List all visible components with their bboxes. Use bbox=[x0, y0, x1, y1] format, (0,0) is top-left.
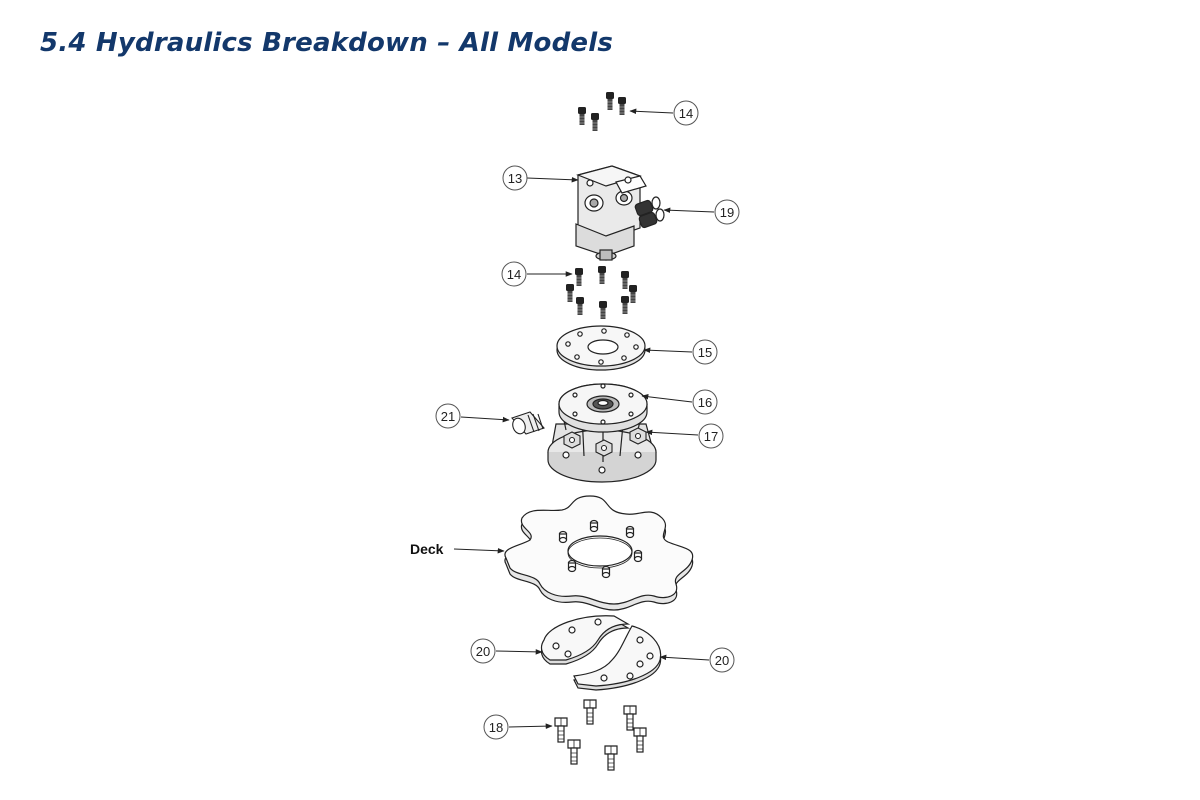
svg-text:18: 18 bbox=[489, 720, 503, 735]
fittings-19 bbox=[634, 196, 665, 229]
callout-14-top: 14 bbox=[673, 100, 699, 126]
bearing-housing-16 bbox=[547, 383, 657, 483]
svg-text:15: 15 bbox=[698, 345, 712, 360]
callout-20-left: 20 bbox=[470, 638, 496, 664]
svg-text:19: 19 bbox=[720, 205, 734, 220]
nuts-17 bbox=[563, 427, 647, 457]
svg-text:21: 21 bbox=[441, 409, 455, 424]
bolts-18 bbox=[554, 699, 647, 771]
svg-text:20: 20 bbox=[476, 644, 490, 659]
clamp-plates-20 bbox=[540, 615, 662, 691]
deck-label: Deck bbox=[410, 541, 444, 557]
svg-text:14: 14 bbox=[507, 267, 521, 282]
svg-text:16: 16 bbox=[698, 395, 712, 410]
svg-text:20: 20 bbox=[715, 653, 729, 668]
svg-text:13: 13 bbox=[508, 171, 522, 186]
deck-plate bbox=[504, 495, 694, 611]
callout-15: 15 bbox=[692, 339, 718, 365]
callout-21: 21 bbox=[435, 403, 461, 429]
page-title: 5.4 Hydraulics Breakdown – All Models bbox=[40, 28, 614, 58]
screws-14-top bbox=[577, 91, 627, 132]
adapter-plate-15 bbox=[556, 325, 646, 371]
callout-14-middle: 14 bbox=[501, 261, 527, 287]
screws-14-middle bbox=[565, 265, 638, 320]
callout-18: 18 bbox=[483, 714, 509, 740]
fitting-21 bbox=[511, 411, 545, 435]
leader-lines bbox=[453, 108, 715, 729]
hydraulic-motor-13 bbox=[575, 165, 647, 261]
svg-text:14: 14 bbox=[679, 106, 693, 121]
svg-text:17: 17 bbox=[704, 429, 718, 444]
callout-20-right: 20 bbox=[709, 647, 735, 673]
callout-16: 16 bbox=[692, 389, 718, 415]
callout-17: 17 bbox=[698, 423, 724, 449]
callout-19: 19 bbox=[714, 199, 740, 225]
callout-13: 13 bbox=[502, 165, 528, 191]
